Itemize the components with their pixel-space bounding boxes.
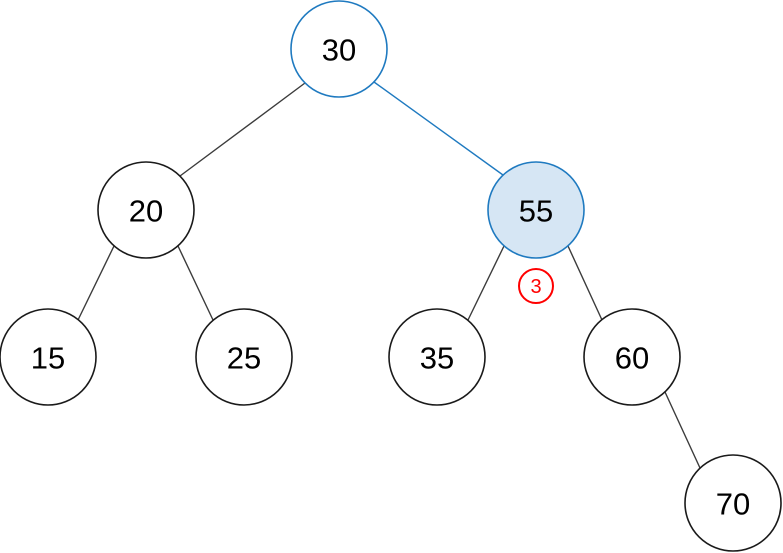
step-badge: 3 — [518, 268, 554, 304]
tree-node[interactable]: 30 — [290, 0, 388, 98]
annotations-layer: 3 — [518, 268, 554, 304]
tree-edge — [177, 245, 214, 321]
tree-node-label: 20 — [129, 194, 163, 229]
tree-node-label: 55 — [519, 194, 553, 229]
tree-node-circle[interactable] — [583, 308, 681, 406]
step-badge-circle — [518, 268, 554, 304]
tree-node[interactable]: 20 — [97, 161, 195, 259]
tree-edge — [567, 245, 603, 321]
tree-node-label: 30 — [322, 33, 356, 68]
tree-node[interactable]: 55 — [487, 161, 585, 259]
tree-node-circle[interactable] — [388, 308, 486, 406]
tree-node-circle[interactable] — [487, 161, 585, 259]
tree-node[interactable]: 70 — [684, 454, 782, 552]
step-badge-label: 3 — [530, 276, 541, 298]
tree-node-label: 15 — [31, 341, 65, 376]
tree-node-circle[interactable] — [290, 0, 388, 98]
tree-node-label: 25 — [227, 341, 261, 376]
edges-layer — [77, 81, 701, 469]
tree-node[interactable]: 35 — [388, 308, 486, 406]
tree-node[interactable]: 15 — [0, 308, 97, 406]
tree-edge — [664, 391, 701, 469]
tree-node-label: 70 — [716, 487, 750, 522]
tree-node-circle[interactable] — [97, 161, 195, 259]
tree-node-label: 60 — [615, 341, 649, 376]
tree-node-label: 35 — [420, 341, 454, 376]
tree-edge — [467, 245, 505, 321]
tree-node-circle[interactable] — [0, 308, 97, 406]
tree-edge — [77, 245, 115, 321]
tree-node[interactable]: 60 — [583, 308, 681, 406]
tree-edge — [179, 82, 306, 177]
tree-node[interactable]: 25 — [195, 308, 293, 406]
tree-node-circle[interactable] — [684, 454, 782, 552]
tree-node-circle[interactable] — [195, 308, 293, 406]
tree-edge-highlighted — [373, 81, 504, 176]
